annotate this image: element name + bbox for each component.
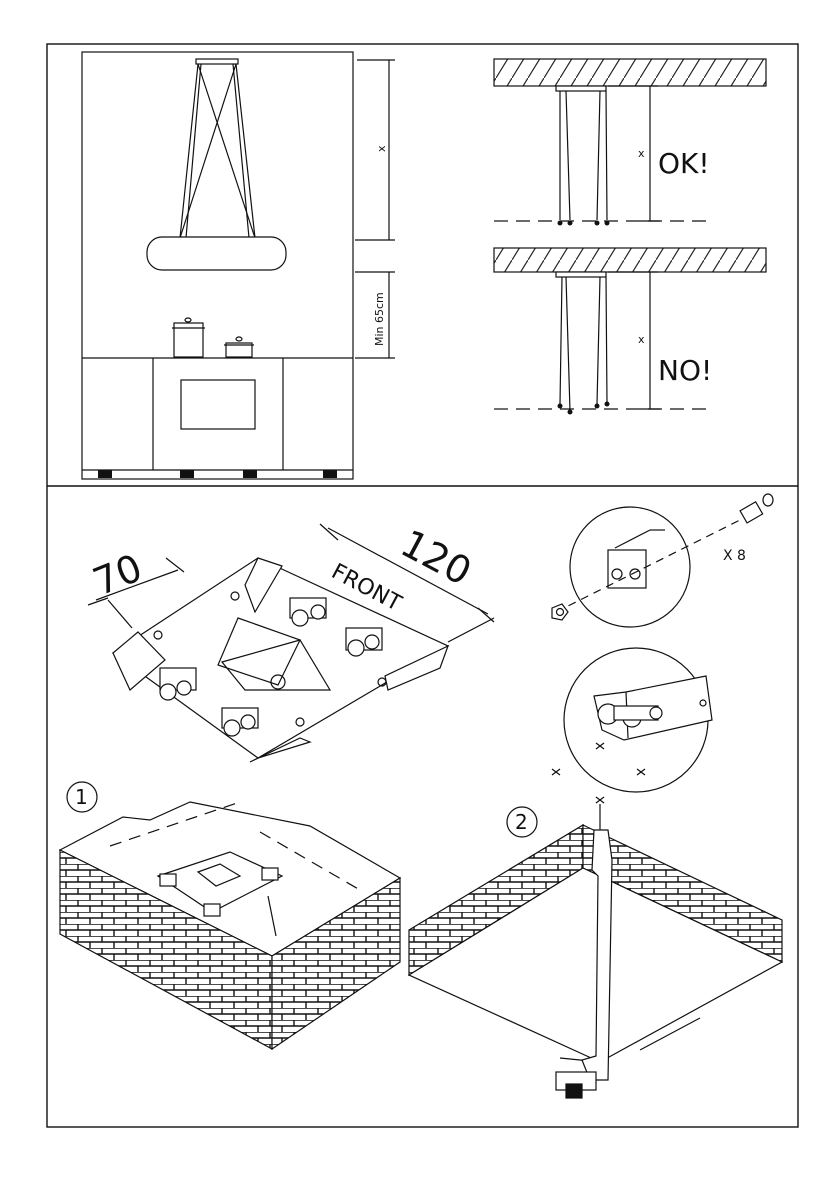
no-verdict: NO! — [658, 354, 712, 387]
quantity-label: X 8 — [723, 548, 746, 564]
kitchen-min-label: Min 65cm — [373, 292, 386, 346]
step-2-number: 2 — [515, 810, 528, 834]
floor-feet — [98, 470, 337, 478]
step-1-number: 1 — [75, 785, 88, 809]
ok-view — [494, 59, 766, 221]
ok-verdict: OK! — [658, 147, 710, 180]
no-view-weights — [558, 402, 610, 415]
step-1-ceiling — [60, 802, 400, 1049]
kitchen-height-label: x — [375, 145, 388, 152]
bracket-depth-label: 70 — [87, 545, 148, 604]
no-height-label: x — [638, 333, 645, 346]
kitchen-view — [82, 52, 395, 479]
step-2-ceiling — [409, 743, 782, 1062]
bracket-width-label: 120 — [394, 521, 479, 594]
no-view — [494, 248, 766, 411]
ok-height-label: x — [638, 147, 645, 160]
